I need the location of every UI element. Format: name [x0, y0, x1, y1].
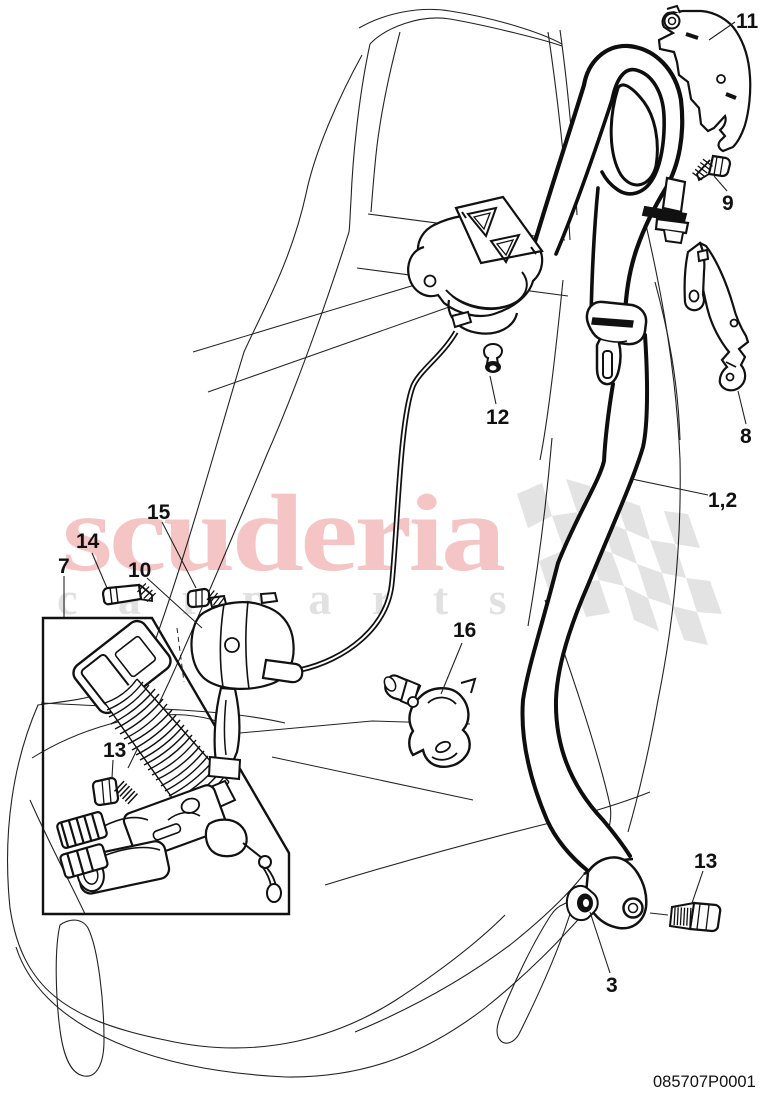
svg-text:9: 9 — [722, 192, 734, 215]
svg-text:12: 12 — [486, 406, 509, 429]
svg-text:11: 11 — [736, 10, 759, 33]
svg-text:7: 7 — [58, 555, 70, 578]
svg-text:13: 13 — [103, 739, 126, 762]
svg-text:15: 15 — [147, 501, 171, 524]
svg-text:scuderia: scuderia — [62, 473, 505, 595]
svg-text:16: 16 — [453, 619, 476, 642]
svg-text:10: 10 — [128, 559, 151, 582]
svg-text:3: 3 — [606, 974, 618, 997]
svg-text:14: 14 — [76, 530, 100, 553]
svg-text:8: 8 — [740, 425, 752, 448]
svg-text:1,2: 1,2 — [708, 489, 737, 512]
svg-text:13: 13 — [694, 850, 717, 873]
svg-text:085707P0001: 085707P0001 — [653, 1073, 756, 1091]
